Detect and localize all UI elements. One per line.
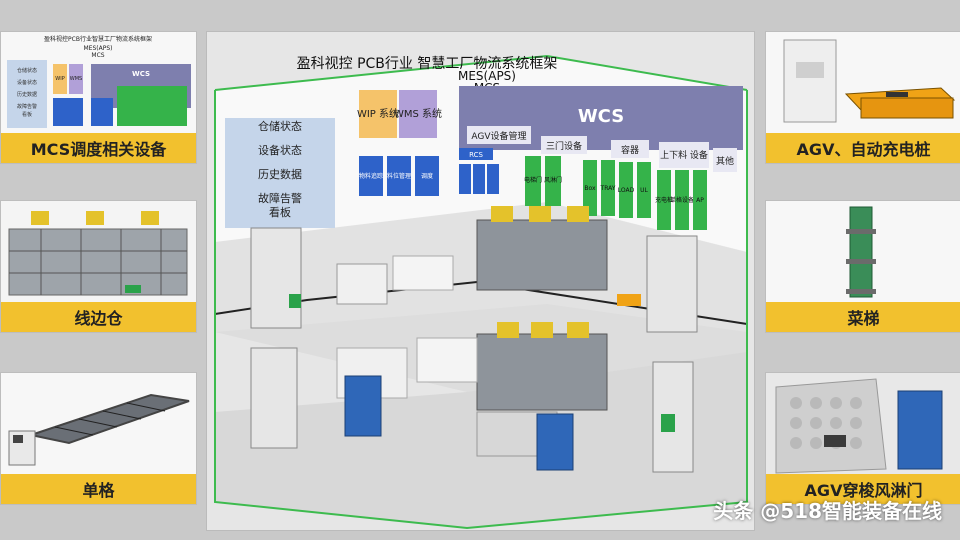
status-box xyxy=(225,118,335,228)
shangxia-label: 上下料 设备 xyxy=(660,149,708,161)
status-item-1: 设备状态 xyxy=(258,143,302,157)
thumb-mes: MES(APS) xyxy=(84,45,113,52)
thumb-item-2: 历史数据 xyxy=(17,91,37,98)
upper-floor-equipment xyxy=(250,206,698,333)
status-item-0: 仓储状态 xyxy=(258,119,302,133)
panel-mcs-label: MCS调度相关设备 xyxy=(1,133,196,163)
panel-xianbian[interactable]: 线边仓 xyxy=(0,200,197,333)
wms-tag-0: 物料追踪 xyxy=(359,172,383,180)
center-diagram: 盈科视控 PCB行业 智慧工厂物流系统框架 MES(APS) MCS 仓储状态 … xyxy=(206,31,755,531)
panel-caiti-label: 菜梯 xyxy=(766,302,960,332)
status-item-2: 历史数据 xyxy=(258,167,302,181)
panel-agv[interactable]: AGV、自动充电桩 xyxy=(765,31,960,164)
thumb-wip: WIP xyxy=(55,76,64,82)
wcs-col-0: 电梯门 xyxy=(524,176,542,184)
panel-dange-label: 单格 xyxy=(1,474,196,504)
thumb-item-4: 看板 xyxy=(22,111,32,118)
fenglin-thumbnail xyxy=(766,373,960,474)
wcs-col-8: AP xyxy=(696,197,704,204)
thumb-item-0: 仓储状态 xyxy=(17,67,37,74)
status-item-4: 看板 xyxy=(269,205,291,219)
rongqi-label: 容器 xyxy=(621,144,639,156)
wcs-col-1: 风淋门 xyxy=(544,176,562,184)
status-item-3: 故障告警 xyxy=(258,191,302,205)
wcs-col-2: Box xyxy=(584,185,596,192)
thumb-title: 盈科视控PCB行业智慧工厂物流系统框架 xyxy=(44,35,152,43)
panel-xianbian-label: 线边仓 xyxy=(1,302,196,332)
wcs-col-3: TRAY xyxy=(600,185,616,192)
agv-thumbnail xyxy=(766,32,960,133)
agv-mgmt-label: AGV设备管理 xyxy=(471,130,526,142)
thumb-wcs: WCS xyxy=(132,70,150,78)
wcs-col-4: LOAD xyxy=(618,187,635,194)
thumb-wms: WMS xyxy=(70,76,82,82)
architecture-diagram: 盈科视控 PCB行业 智慧工厂物流系统框架 MES(APS) MCS 仓储状态 … xyxy=(214,55,748,530)
wcs-col-5: UL xyxy=(640,187,648,194)
panel-dange[interactable]: 单格 xyxy=(0,372,197,505)
wip-box xyxy=(359,90,397,138)
panel-agv-label: AGV、自动充电桩 xyxy=(766,133,960,163)
panel-fenglin-label: AGV穿梭风淋门 xyxy=(766,474,960,504)
lower-floor-equipment xyxy=(250,322,694,473)
panel-mcs[interactable]: 盈科视控PCB行业智慧工厂物流系统框架 MES(APS) MCS 仓储状态 设备… xyxy=(0,31,197,164)
dange-thumbnail xyxy=(1,373,196,474)
wms-tags: 物料追踪 料位管理 调度 xyxy=(359,156,439,196)
panel-fenglin[interactable]: AGV穿梭风淋门 xyxy=(765,372,960,505)
thumb-mcs: MCS xyxy=(91,52,104,59)
wcs-col-7: 单格设备 xyxy=(670,196,694,204)
wms-box xyxy=(399,90,437,138)
sanmen-label: 三门设备 xyxy=(546,140,582,152)
rcs-label: RCS xyxy=(469,151,483,159)
wcs-columns: 电梯门 风淋门 Box TRAY LOAD UL 充电桩 单格设备 AP xyxy=(524,156,707,230)
caiti-thumbnail xyxy=(766,201,960,302)
wms-tag-2: 调度 xyxy=(421,172,433,180)
watermark: 头条 @518智能装备在线 xyxy=(713,499,942,523)
wcs-label: WCS xyxy=(578,106,624,127)
wcs-col-6: 充电桩 xyxy=(655,196,673,204)
wms-label: WMS 系统 xyxy=(394,107,442,120)
wip-label: WIP 系统 xyxy=(357,107,399,120)
thumb-item-1: 设备状态 xyxy=(17,79,37,86)
qita-label: 其他 xyxy=(716,155,734,167)
thumb-item-3: 故障告警 xyxy=(17,103,37,110)
xianbian-thumbnail xyxy=(1,201,196,302)
diagram-title: 盈科视控 PCB行业 智慧工厂物流系统框架 xyxy=(297,56,558,72)
wms-tag-1: 料位管理 xyxy=(387,172,411,180)
diagram-mes: MES(APS) xyxy=(458,69,516,83)
panel-caiti[interactable]: 菜梯 xyxy=(765,200,960,333)
mcs-thumbnail: 盈科视控PCB行业智慧工厂物流系统框架 MES(APS) MCS 仓储状态 设备… xyxy=(1,32,196,133)
